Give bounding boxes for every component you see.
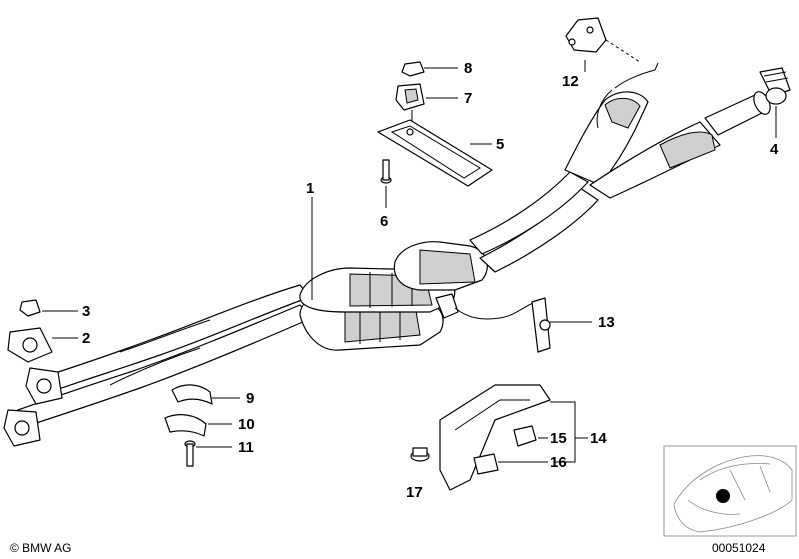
callout-3: 3 — [82, 303, 90, 320]
callout-2: 2 — [82, 330, 90, 347]
middle-pipe[interactable] — [469, 171, 599, 273]
bracket-part-14[interactable] — [439, 384, 551, 491]
callout-numbers: 1 2 3 4 5 6 7 8 9 10 11 12 13 14 15 16 1… — [82, 60, 779, 501]
callout-15: 15 — [550, 430, 567, 447]
callout-10: 10 — [238, 416, 255, 433]
copyright-text: © BMW AG — [10, 541, 72, 555]
nut-part-3[interactable] — [19, 299, 41, 317]
catalytic-converter-rear[interactable] — [393, 241, 488, 291]
clip-part-16[interactable] — [473, 453, 499, 475]
clip-part-15[interactable] — [513, 425, 537, 447]
clamp-part-4[interactable] — [759, 67, 791, 105]
callout-9: 9 — [246, 390, 254, 407]
callout-1: 1 — [306, 180, 314, 197]
hanger-wire — [596, 62, 659, 129]
rear-bracket-part-12[interactable] — [565, 17, 641, 63]
gasket-part-2[interactable] — [7, 327, 53, 363]
nut-part-8[interactable] — [401, 61, 425, 77]
callout-8: 8 — [464, 60, 472, 77]
rubber-mount-part-7[interactable] — [395, 83, 425, 111]
leader-lines — [42, 60, 777, 463]
front-flange-lower[interactable] — [3, 409, 41, 447]
rear-silencer[interactable] — [564, 89, 773, 199]
callout-13: 13 — [598, 314, 615, 331]
clamp-upper-part-9[interactable] — [171, 384, 213, 405]
callout-16: 16 — [550, 454, 567, 471]
callout-4: 4 — [770, 141, 779, 158]
callout-17: 17 — [406, 484, 423, 501]
vehicle-locator-inset — [663, 445, 797, 537]
clamp-lower-part-10[interactable] — [164, 414, 207, 437]
heat-shield-plate-part-5[interactable] — [377, 119, 493, 187]
callout-5: 5 — [496, 136, 504, 153]
front-pipe-assembly[interactable] — [17, 284, 313, 426]
location-marker-dot — [716, 489, 730, 503]
callout-6: 6 — [380, 213, 388, 230]
diagram-id: 00051024 — [712, 541, 766, 555]
callout-14: 14 — [590, 430, 607, 447]
footer: © BMW AG 00051024 — [10, 541, 766, 555]
car-silhouette — [673, 455, 793, 533]
front-flange-upper[interactable] — [25, 367, 63, 405]
grommet-part-17[interactable] — [410, 447, 430, 462]
bolt-part-6[interactable] — [380, 159, 392, 184]
callout-12: 12 — [562, 73, 579, 90]
callout-7: 7 — [464, 90, 472, 107]
callout-11: 11 — [238, 439, 254, 456]
oxygen-sensor-part-13[interactable] — [435, 293, 551, 353]
bolt-part-11[interactable] — [184, 440, 196, 467]
